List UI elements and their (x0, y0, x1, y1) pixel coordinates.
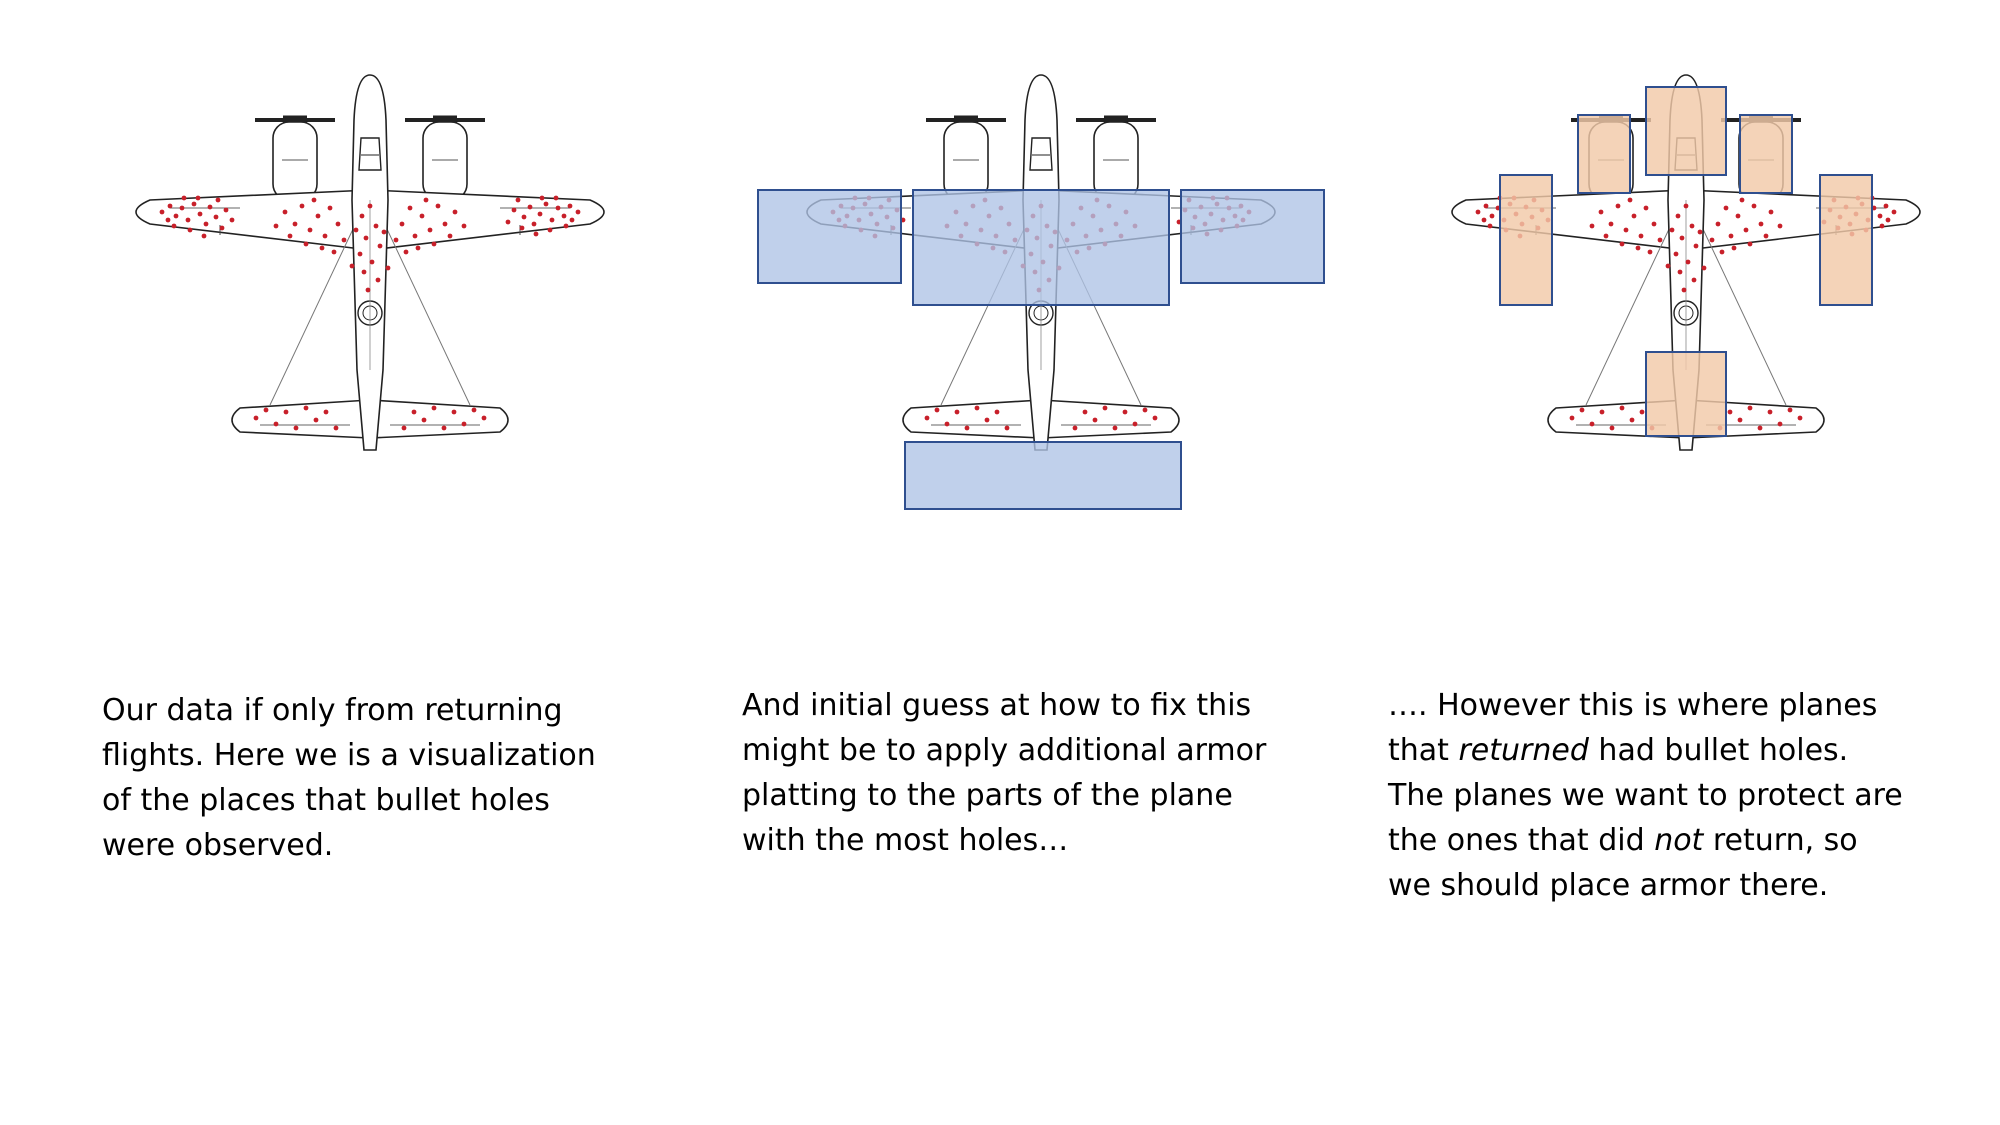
armor-zone-left-wing (757, 189, 902, 284)
caption-correct-placement: …. However this is where planes that ret… (1388, 683, 1908, 908)
plane-diagram-correct-armor (1386, 40, 1986, 540)
armor-zone-center (912, 189, 1170, 306)
caption-observed: Our data if only from returning flights.… (102, 693, 596, 863)
caption-emphasis-returned: returned (1458, 733, 1589, 768)
plane-diagram-observed (70, 40, 670, 540)
armor-zone-cockpit (1645, 86, 1727, 176)
armor-zone-right-engine (1739, 114, 1793, 194)
caption-emphasis-not: not (1654, 823, 1704, 858)
armor-zone-right-wing (1180, 189, 1325, 284)
plane-diagram-initial-armor (757, 40, 1325, 510)
panel-bullet-holes (70, 40, 670, 540)
caption-text: …. However this is where planes that (1388, 688, 1878, 768)
caption-initial-guess: And initial guess at how to fix this mig… (742, 688, 1267, 858)
panel-correct-placement (1386, 40, 1986, 540)
armor-zone-right-inner-wing (1819, 174, 1873, 306)
armor-zone-left-inner-wing (1499, 174, 1553, 306)
caption-text: had bullet holes. The planes we want to … (1388, 733, 1903, 858)
armor-zone-rear-fuselage (1645, 351, 1727, 437)
armor-zone-left-engine (1577, 114, 1631, 194)
armor-zone-tail (904, 441, 1182, 510)
panel-initial-guess (741, 40, 1341, 540)
caption-text: return, so we should place armor there. (1388, 823, 1858, 903)
